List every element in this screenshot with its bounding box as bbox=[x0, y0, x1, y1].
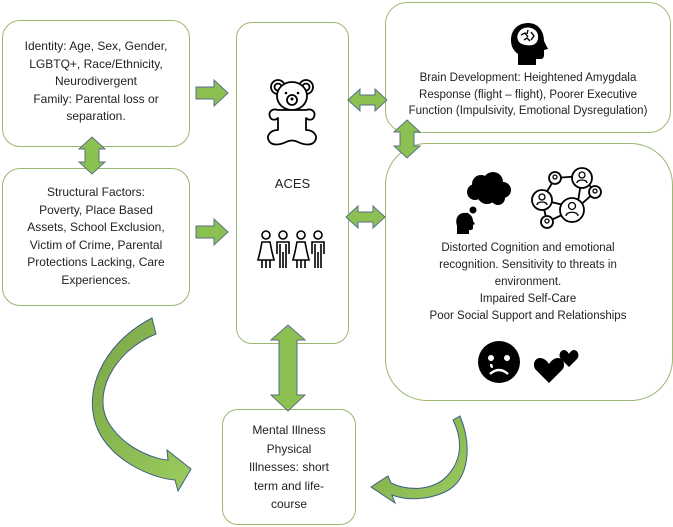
thought-bubble-head-icon bbox=[456, 172, 511, 234]
arrow-identity-structural bbox=[77, 136, 107, 175]
teddy-bear-icon bbox=[267, 79, 317, 146]
children-group-icon bbox=[256, 230, 325, 268]
brain-line: Response (flight – flight), Poorer Execu… bbox=[419, 88, 637, 101]
illness-line: Physical bbox=[266, 441, 312, 456]
hearts-icon bbox=[533, 350, 579, 383]
identity-line: separation. bbox=[66, 109, 126, 123]
identity-line: Family: Parental loss or bbox=[33, 91, 159, 106]
aces-label: ACES bbox=[274, 176, 311, 191]
structural-line: Victim of Crime, Parental bbox=[29, 237, 163, 252]
brain-head-icon bbox=[511, 23, 548, 65]
arrow-identity-to-aces bbox=[195, 78, 229, 108]
cognition-line: Poor Social Support and Relationships bbox=[429, 310, 627, 322]
illness-line: course bbox=[270, 497, 308, 511]
structural-line: Structural Factors: bbox=[46, 185, 146, 199]
cognition-box bbox=[385, 143, 673, 401]
brain-line: Function (Impulsivity, Emotional Dysregu… bbox=[408, 105, 648, 117]
cognition-line: Distorted Cognition and emotional bbox=[441, 242, 615, 254]
illness-line: Illnesses: short bbox=[248, 460, 330, 474]
sad-face-icon bbox=[478, 341, 520, 383]
illness-line: Mental Illness bbox=[252, 423, 326, 437]
arrow-aces-illness bbox=[269, 324, 307, 412]
curved-arrow-structural-to-illness bbox=[91, 317, 192, 493]
curved-arrow-cognition-to-illness bbox=[370, 415, 468, 505]
cognition-line: Impaired Self-Care bbox=[479, 293, 577, 305]
cognition-line: environment. bbox=[494, 276, 562, 288]
structural-line: Poverty, Place Based bbox=[39, 202, 153, 217]
identity-text: Identity: Age, Sex, Gender, LGBTQ+, Race… bbox=[4, 38, 188, 126]
illness-text: Mental Illness Physical Illnesses: short… bbox=[224, 421, 354, 514]
identity-line: Identity: Age, Sex, Gender, bbox=[24, 39, 168, 53]
cognition-line: recognition. Sensitivity to threats in bbox=[439, 259, 617, 271]
structural-line: Experiences. bbox=[61, 272, 131, 287]
social-network-icon bbox=[531, 167, 602, 229]
arrow-structural-to-aces bbox=[195, 217, 229, 247]
structural-line: Protections Lacking, Care bbox=[27, 255, 165, 269]
identity-line: LGBTQ+, Race/Ethnicity, bbox=[29, 56, 163, 71]
illness-line: term and life- bbox=[253, 478, 325, 493]
arrow-brain-cognition bbox=[392, 119, 422, 159]
structural-factors-text: Structural Factors: Poverty, Place Based… bbox=[4, 184, 188, 289]
identity-box bbox=[2, 20, 190, 147]
brain-development-text: Brain Development: Heightened Amygdala R… bbox=[387, 70, 669, 120]
cognition-text: Distorted Cognition and emotional recogn… bbox=[387, 240, 669, 325]
identity-line: Neurodivergent bbox=[54, 74, 138, 88]
arrow-aces-brain bbox=[347, 87, 388, 113]
structural-line: Assets, School Exclusion, bbox=[27, 220, 165, 234]
brain-line: Brain Development: Heightened Amygdala bbox=[419, 72, 637, 84]
arrow-aces-cognition bbox=[345, 204, 386, 230]
structural-factors-box bbox=[2, 168, 190, 306]
